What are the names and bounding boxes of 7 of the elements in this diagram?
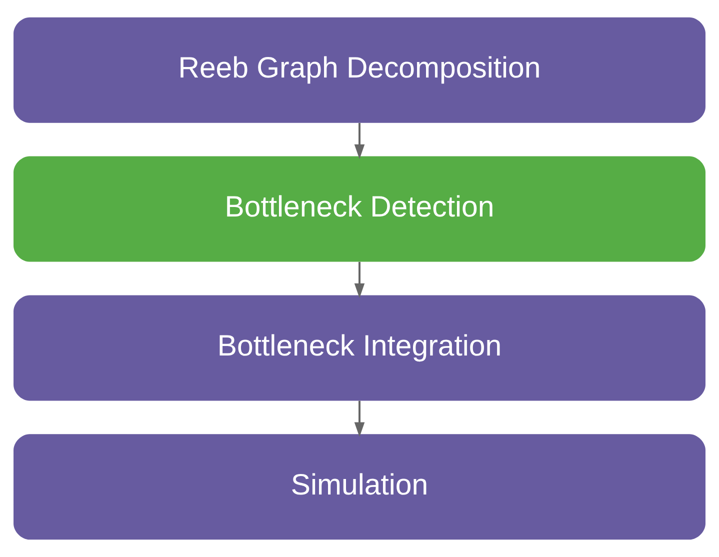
arrow — [354, 400, 365, 437]
arrow — [354, 262, 365, 298]
node-box: Bottleneck Detection — [14, 156, 706, 262]
node-box: Simulation — [14, 434, 706, 540]
node-box: Bottleneck Integration — [14, 295, 706, 401]
node-box: Reeb Graph Decomposition — [14, 17, 706, 123]
arrow — [354, 122, 365, 160]
